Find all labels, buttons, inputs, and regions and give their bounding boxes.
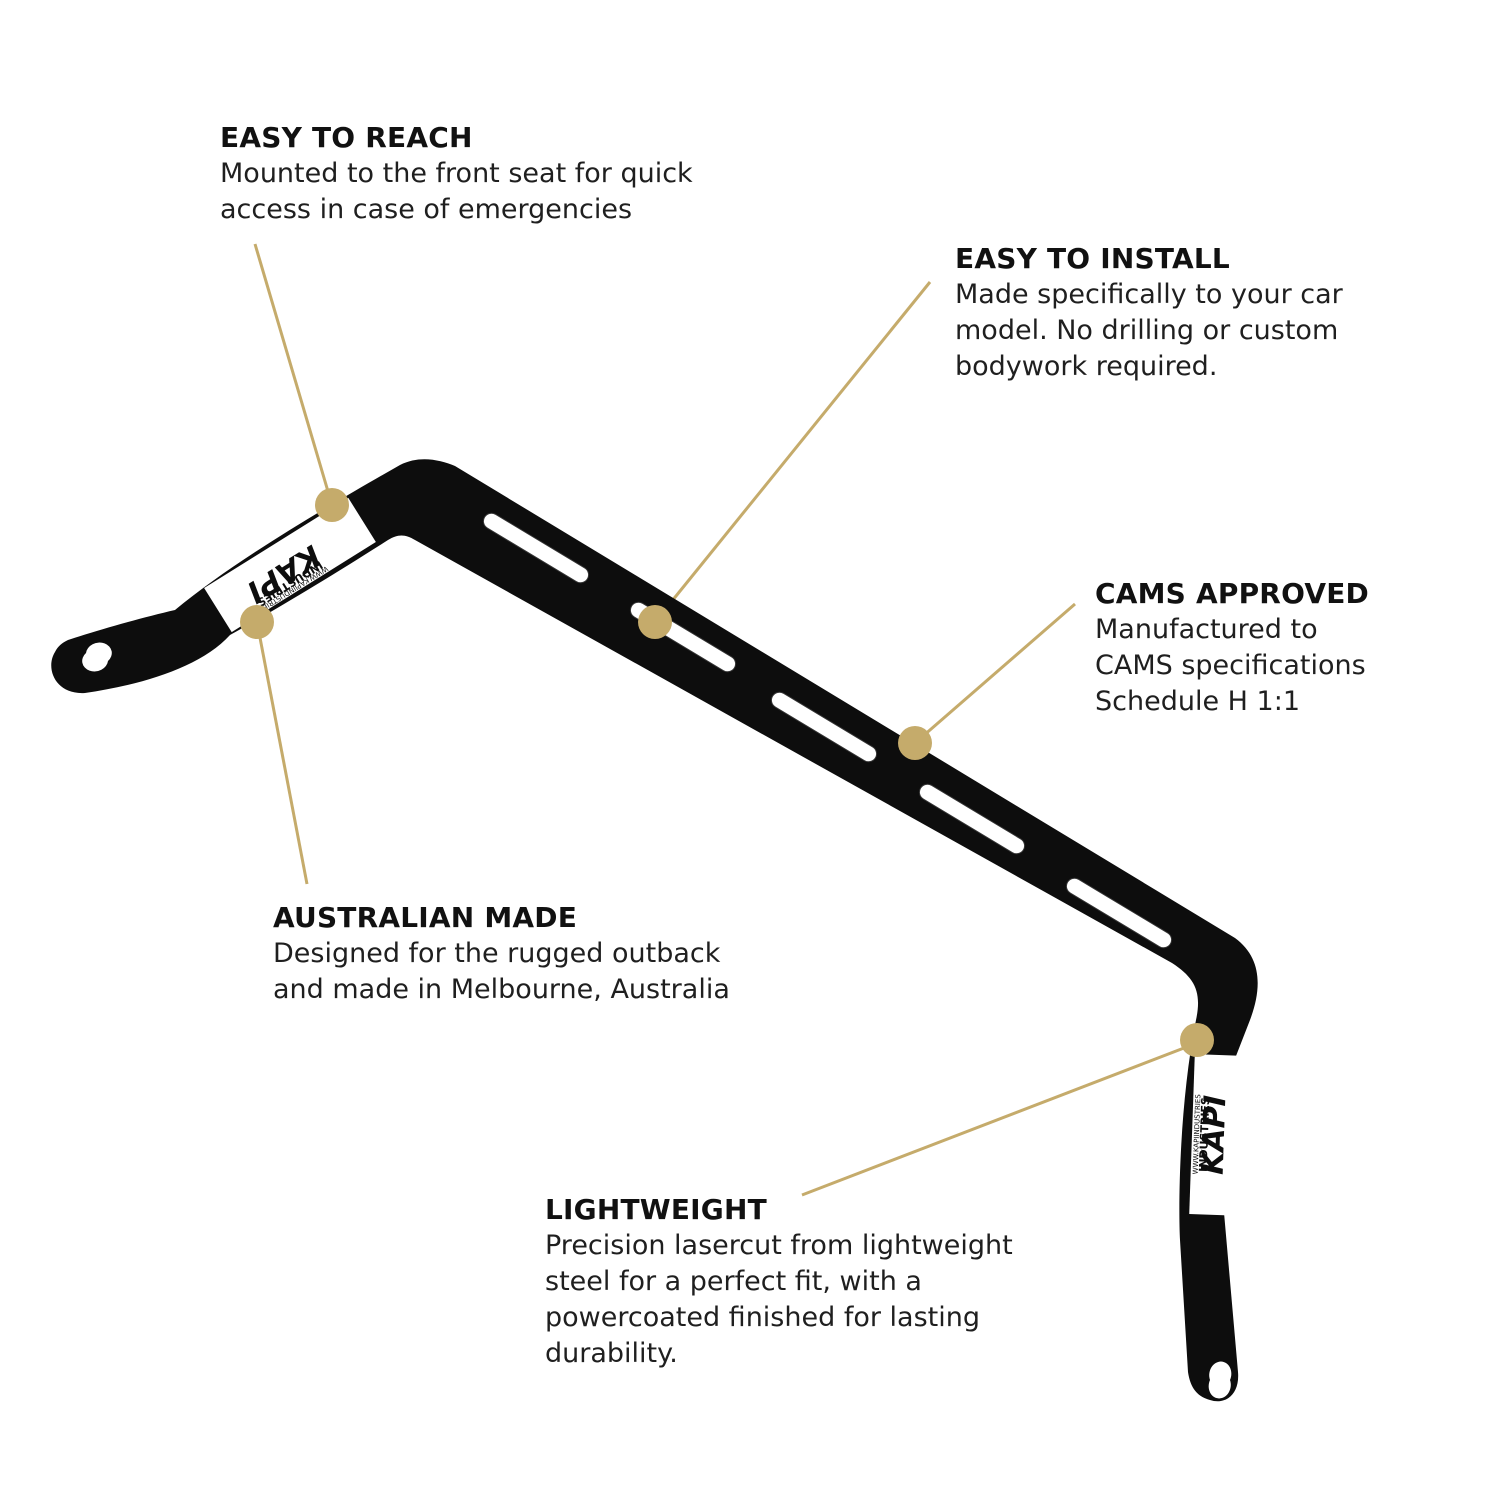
harness-bar: KAPI INDUSTRIES WWW.KAPIINDUSTRIES KAPI … [51,459,1258,1402]
logo-brand-right: KAPI [1196,1094,1234,1175]
logo-sub-right: INDUSTRIES [1197,1097,1213,1172]
leader-line-reach [253,243,334,506]
feature-text: model. No drilling or custom [955,315,1339,346]
feature-text: Precision lasercut from lightweight [545,1230,1013,1261]
feature-text: CAMS specifications [1095,650,1366,681]
leader-line-cams [914,602,1076,745]
feature-title: CAMS APPROVED [1095,577,1369,610]
marker-cams [898,726,932,760]
marker-reach [315,488,349,522]
callout-markers [240,488,1214,1057]
feature-text: steel for a perfect fit, with a [545,1266,922,1297]
feature-title: LIGHTWEIGHT [545,1193,767,1226]
logo-decal-left: KAPI INDUSTRIES WWW.KAPIINDUSTRIES [204,497,376,633]
feature-text: bodywork required. [955,351,1218,382]
harness-bar-body [51,459,1258,1402]
feature-text: access in case of emergencies [220,194,633,225]
marker-light [1180,1023,1214,1057]
feature-easy-to-reach: EASY TO REACH Mounted to the front seat … [220,120,693,228]
slots [482,512,1173,949]
slot [1065,877,1173,949]
leader-line-install [653,281,932,623]
feature-australian-made: AUSTRALIAN MADE Designed for the rugged … [273,900,730,1008]
leader-line-light [801,1041,1198,1197]
feature-text: and made in Melbourne, Australia [273,974,730,1005]
feature-title: EASY TO INSTALL [955,242,1230,275]
callout-lines [253,243,1198,1197]
feature-text: Designed for the rugged outback [273,938,721,969]
slot [482,512,590,584]
feature-text: Manufactured to [1095,614,1318,645]
feature-text: durability. [545,1338,678,1369]
feature-lightweight: LIGHTWEIGHT Precision lasercut from ligh… [545,1192,1013,1372]
feature-text: Mounted to the front seat for quick [220,158,693,189]
feature-text: Schedule H 1:1 [1095,686,1300,717]
logo-url-right: WWW.KAPIINDUSTRIES [1192,1094,1203,1175]
marker-aus [240,605,274,639]
feature-text: powercoated finished for lasting [545,1302,980,1333]
feature-text: Made specifically to your car [955,279,1343,310]
feature-cams-approved: CAMS APPROVED Manufactured to CAMS speci… [1095,576,1369,720]
feature-title: EASY TO REACH [220,121,473,154]
slot [918,783,1026,855]
slot [770,691,878,763]
feature-easy-to-install: EASY TO INSTALL Made specifically to you… [955,241,1343,385]
logo-decal-right: KAPI INDUSTRIES WWW.KAPIINDUSTRIES [1189,1054,1247,1216]
leader-line-aus [255,621,309,885]
feature-title: AUSTRALIAN MADE [273,901,578,934]
marker-install [638,605,672,639]
